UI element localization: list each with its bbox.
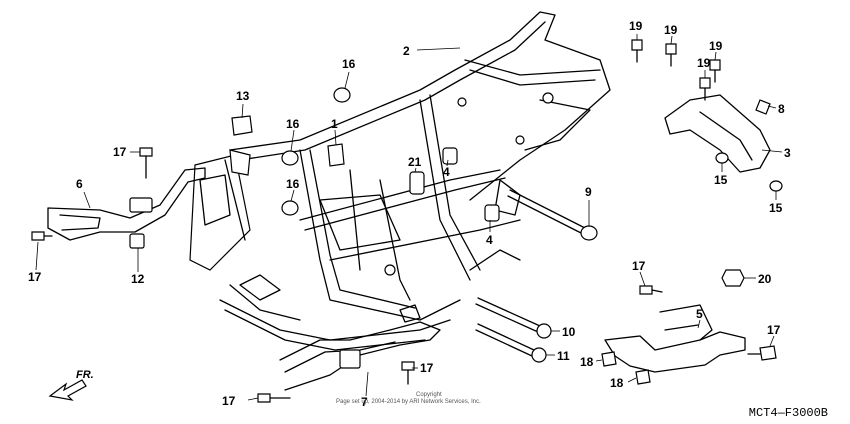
- frame-body: [189, 11, 611, 351]
- callout-16: 16: [286, 117, 300, 131]
- callout-19: 19: [709, 39, 723, 53]
- lower-stay-part: [279, 321, 441, 391]
- clip-part: [327, 143, 345, 167]
- callout-17: 17: [222, 394, 236, 408]
- callout-8: 8: [778, 102, 785, 116]
- callout-13: 13: [236, 89, 250, 103]
- leader-lines: [35, 34, 783, 401]
- callout-17: 17: [113, 145, 127, 159]
- front-direction-arrow: [48, 379, 87, 401]
- bracket-plate-right: [631, 39, 783, 192]
- callout-17: 17: [767, 323, 781, 337]
- callout-3: 3: [784, 146, 791, 160]
- callout-7: 7: [361, 395, 368, 409]
- callout-19: 19: [664, 23, 678, 37]
- callout-20: 20: [758, 272, 772, 286]
- callout-11: 11: [557, 349, 570, 363]
- rubber-mount-parts: [281, 87, 351, 216]
- callout-15: 15: [714, 173, 728, 187]
- callout-4: 4: [443, 165, 450, 179]
- long-bolt-parts: [475, 189, 598, 363]
- callout-9: 9: [585, 185, 592, 199]
- callout-17: 17: [28, 270, 42, 284]
- callout-10: 10: [562, 325, 576, 339]
- callout-12: 12: [131, 272, 145, 286]
- clamp-part: [231, 115, 253, 136]
- callout-6: 6: [76, 177, 83, 191]
- callout-17: 17: [420, 361, 434, 375]
- callout-4: 4: [486, 233, 493, 247]
- callout-16: 16: [342, 57, 356, 71]
- callout-19: 19: [629, 19, 643, 33]
- nut-part: [721, 269, 745, 287]
- stand-bracket-part: [601, 304, 746, 385]
- callout-labels: 2 16 13 16 1 16 17 6 17 12 21 4 4 9 10 1…: [28, 19, 791, 409]
- copyright-line-2: Page set up, 2004-2014 by ARI Network Se…: [336, 399, 481, 405]
- front-direction-label: FR.: [76, 369, 94, 381]
- callout-21: 21: [408, 155, 422, 169]
- copyright-line-1: Copyright: [416, 392, 442, 398]
- callout-19: 19: [697, 56, 711, 70]
- copyright-notice: Copyright Page set up, 2004-2014 by ARI …: [336, 392, 481, 406]
- callout-17: 17: [632, 259, 646, 273]
- callout-1: 1: [331, 117, 338, 131]
- callout-16: 16: [286, 177, 300, 191]
- bracket-left: [47, 167, 206, 249]
- diagram-code: MCT4—F3000B: [748, 406, 828, 420]
- bolt-parts: [31, 147, 777, 403]
- callout-2: 2: [403, 44, 410, 58]
- callout-5: 5: [696, 307, 703, 321]
- callout-15: 15: [769, 201, 783, 215]
- callout-18: 18: [610, 376, 624, 390]
- callout-18: 18: [580, 355, 594, 369]
